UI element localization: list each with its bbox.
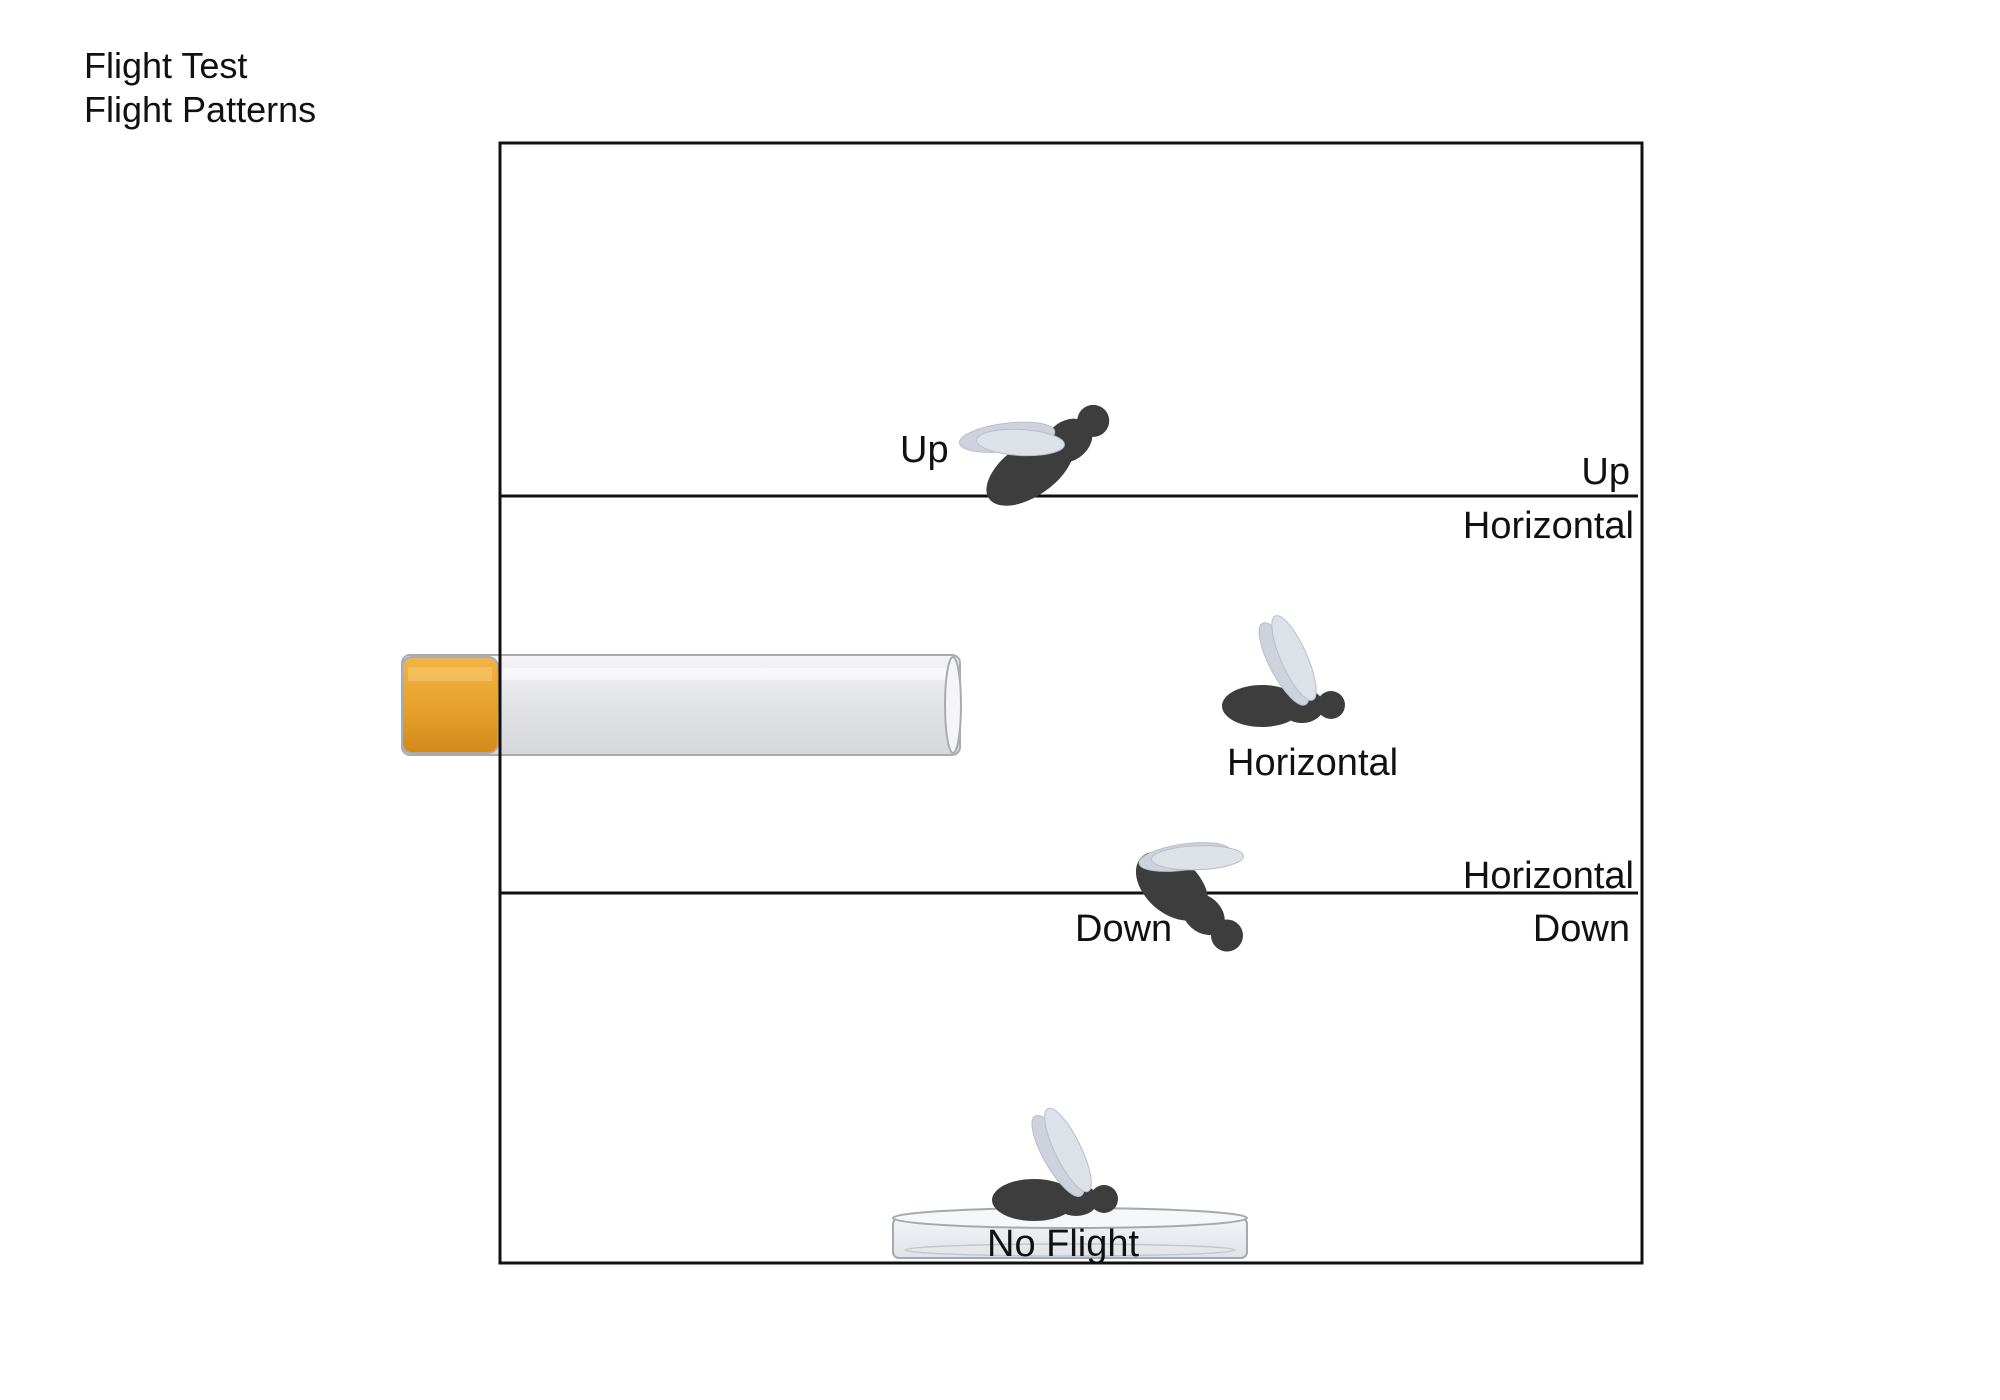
label-zone-up: Up: [1581, 451, 1630, 493]
fly-down: [1135, 842, 1244, 952]
fly-no-flight: [992, 1107, 1118, 1221]
tube-open-end: [944, 656, 962, 754]
label-zone-down: Down: [1533, 908, 1630, 950]
label-down-fly: Down: [1075, 908, 1172, 950]
label-zone-horizontal-lower: Horizontal: [1463, 855, 1634, 897]
diagram-subtitle: Flight Patterns: [84, 89, 317, 130]
tube-highlight: [410, 668, 950, 680]
tube-cap-highlight: [408, 667, 492, 681]
label-horizontal-fly: Horizontal: [1227, 742, 1398, 784]
label-zone-horizontal-upper: Horizontal: [1463, 505, 1634, 547]
arena-frame: [498, 141, 1644, 1265]
label-up-fly: Up: [900, 429, 949, 471]
petri-dish: [892, 1207, 1248, 1259]
fly-up: [958, 404, 1110, 506]
test-tube: [401, 654, 962, 756]
title-block: Flight Test Flight Patterns: [84, 44, 316, 132]
label-no-flight-fly: No Flight: [987, 1223, 1139, 1265]
diagram-title: Flight Test: [84, 45, 248, 86]
fly-horizontal: [1222, 615, 1345, 727]
